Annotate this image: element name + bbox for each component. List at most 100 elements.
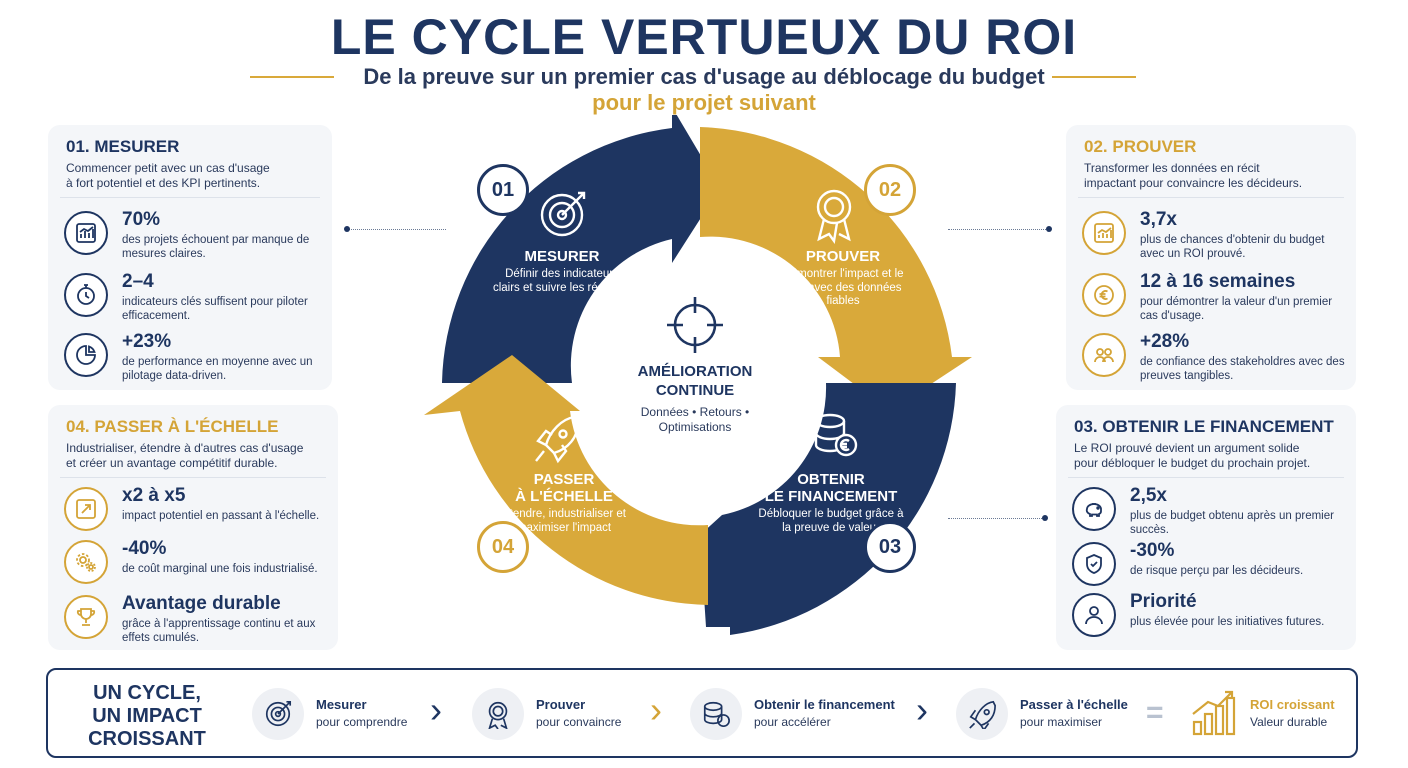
card-desc: Le ROI prouvé devient un argument solide… [1074,441,1311,470]
stat-item: +23% de performance en moyenne avec un p… [62,331,342,389]
stat-item: 2–4 indicateurs clés suffisent pour pilo… [62,271,342,329]
cycle-diagram [424,115,972,635]
stat-item: +28% de confiance des stakeholdres avec … [1080,331,1360,389]
stat-value: 3,7x [1140,209,1177,230]
shield-check-icon [1072,542,1116,586]
card-desc: Industrialiser, étendre à d'autres cas d… [66,441,304,470]
person-icon [1072,593,1116,637]
bar-chart-icon [64,211,108,255]
target-icon [252,688,304,740]
connector-line [348,229,446,230]
stat-value: +23% [122,331,172,352]
footer-step-label: Mesurer [316,697,367,712]
card-desc: Commencer petit avec un cas d'usage à fo… [66,161,270,190]
title-rule-right [1052,76,1136,78]
connector-line [948,518,1044,519]
stat-value: 2–4 [122,271,154,292]
card-title: 01. MESURER [66,137,180,156]
footer-summary: UN CYCLE, UN IMPACT CROISSANT Mesurer po… [46,668,1358,758]
chevron-right-icon: › [650,689,662,730]
segment-desc: Définir des indicateurs clairs et suivre… [492,268,632,294]
footer-step-sub: pour accélérer [754,715,831,729]
growth-chart-icon [1082,211,1126,255]
stat-desc: de coût marginal une fois industrialisé. [122,563,318,575]
cycle-segment-04 [424,355,708,605]
connector-dot [1046,226,1052,232]
segment-title: PROUVER [805,248,881,265]
footer-step-sub: pour maximiser [1020,715,1103,729]
cycle-segment-01 [442,115,720,383]
stat-desc: pour démontrer la valeur d'un premier ca… [1140,296,1333,322]
stat-value: -30% [1130,540,1175,561]
connector-dot [344,226,350,232]
card-title: 03. OBTENIR LE FINANCEMENT [1074,417,1334,436]
page-subtitle: De la preuve sur un premier cas d'usage … [363,64,1045,89]
expand-arrows-icon [64,487,108,531]
people-icon [1082,333,1126,377]
piggy-bank-icon [1072,487,1116,531]
stat-item: 12 à 16 semaines pour démontrer la valeu… [1080,271,1360,329]
footer-step-sub: pour convaincre [536,715,622,729]
card-divider [60,477,326,478]
footer-step-label: Passer à l'échelle [1020,697,1128,712]
connector-line [948,229,1050,230]
growth-bars-icon [1190,688,1236,738]
stat-item: 3,7x plus de chances d'obtenir du budget… [1080,209,1360,267]
segment-01-text: MESURER Définir des indicateurs clairs e… [492,248,632,295]
stat-desc: de confiance des stakeholdres avec des p… [1140,356,1345,382]
rocket-icon [956,688,1008,740]
segment-desc: Débloquer le budget grâce à la preuve de… [758,508,904,534]
card-prouver: 02. PROUVER Transformer les données en r… [1066,125,1356,390]
footer-result-label: ROI croissant [1250,697,1335,712]
segment-03-text: OBTENIR LE FINANCEMENT Débloquer le budg… [756,471,906,535]
segment-title: OBTENIR LE FINANCEMENT [764,471,898,505]
chevron-right-icon: › [430,689,442,730]
stat-desc: plus de budget obtenu après un premier s… [1130,510,1334,536]
card-passer-echelle: 04. PASSER À L'ÉCHELLE Industrialiser, é… [48,405,338,650]
step-badge-02: 02 [864,164,916,216]
cycle-hub [585,270,805,490]
stat-desc: indicateurs clés suffisent pour piloter … [122,296,308,322]
footer-step-label: Obtenir le financement [754,697,895,712]
step-badge-01: 01 [477,164,529,216]
stat-value: 70% [122,209,161,230]
card-divider [1068,477,1344,478]
stat-desc: de performance en moyenne avec un pilota… [122,356,313,382]
stat-desc: plus de chances d'obtenir du budget avec… [1140,234,1325,260]
coins-icon [690,688,742,740]
pie-chart-icon [64,333,108,377]
card-divider [60,197,320,198]
center-title: AMÉLIORATION CONTINUE [637,363,753,399]
footer-result-sub: Valeur durable [1250,715,1328,729]
stat-item: Avantage durable grâce à l'apprentissage… [62,593,342,651]
gears-icon [64,540,108,584]
card-title: 04. PASSER À L'ÉCHELLE [66,417,279,436]
cycle-segment-03 [700,383,956,635]
stat-value: x2 à x5 [122,485,186,506]
stat-item: Priorité plus élevée pour les initiative… [1070,591,1350,649]
connector-dot [1042,515,1048,521]
page-subtitle-highlight: pour le projet suivant [592,90,816,115]
target-icon [540,191,586,237]
card-title: 02. PROUVER [1084,137,1197,156]
stat-item: 2,5x plus de budget obtenu après un prem… [1070,485,1350,543]
stat-value: 2,5x [1130,485,1167,506]
footer-title: UN CYCLE, UN IMPACT CROISSANT [88,682,206,750]
stat-value: Avantage durable [122,593,281,614]
stopwatch-icon [64,273,108,317]
page-title: LE CYCLE VERTUEUX DU ROI [330,9,1078,65]
step-badge-03: 03 [864,521,916,573]
stat-item: -30% de risque perçu par les décideurs. [1070,540,1350,598]
chevron-right-icon: › [916,689,928,730]
title-rule-left [250,76,334,78]
stat-value: 12 à 16 semaines [1140,271,1296,292]
stat-desc: impact potentiel en passant à l'échelle. [122,510,320,522]
equals-sign: = [1146,696,1164,729]
crosshair-icon [667,297,723,353]
center-subtitle: Données • Retours • Optimisations [640,405,750,434]
footer-step-label: Prouver [536,697,586,712]
cycle-segment-02 [700,127,972,411]
trophy-icon [64,595,108,639]
stat-item: x2 à x5 impact potentiel en passant à l'… [62,485,342,543]
award-ribbon-icon [472,688,524,740]
